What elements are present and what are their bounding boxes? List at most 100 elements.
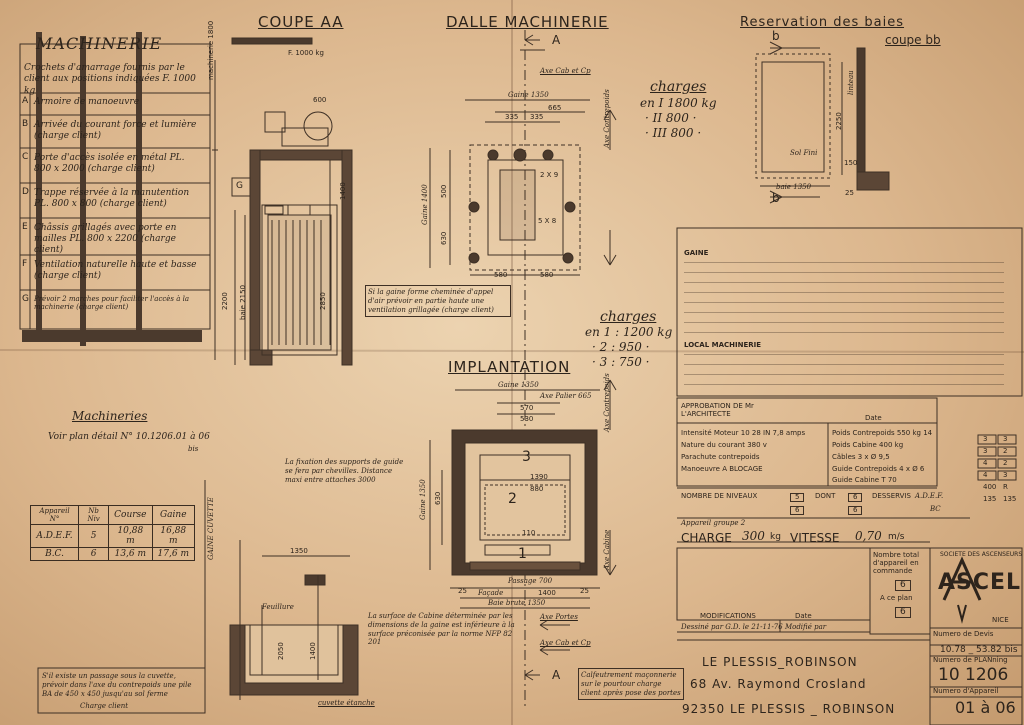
cut-b-top: b: [772, 29, 780, 43]
charges2-l1: en 1 : 1200 kg: [585, 325, 673, 339]
counter: 135: [1003, 495, 1017, 503]
surface-note: La surface de Cabine déterminée par les …: [368, 612, 515, 647]
machinerie-title: MACHINERIE: [36, 34, 163, 53]
machineries-title: Machineries: [72, 409, 148, 423]
groupe-label: Appareil groupe 2: [681, 519, 746, 527]
title-implantation: IMPLANTATION: [448, 358, 571, 376]
title-reservation: Reservation des baies: [740, 15, 905, 30]
plan-value: 6: [895, 607, 911, 618]
legend-letter: G: [22, 294, 29, 304]
cut-b-bottom: b: [772, 191, 780, 205]
feuillure: Feuillure: [262, 603, 294, 611]
legend-letter: B: [22, 119, 29, 129]
desservis-v1: A.D.E.F.: [915, 492, 944, 500]
table-cell: 10,88 m: [108, 524, 153, 548]
counter: 2: [1003, 447, 1008, 455]
counter: 3: [1003, 435, 1008, 443]
dim-25b: 25: [580, 587, 589, 595]
num-2: 2: [508, 491, 517, 507]
coupe-note: Si la gaine forme cheminée d'appel d'air…: [365, 285, 511, 318]
dim-600: 600: [313, 96, 327, 104]
table-cell: 13,6 m: [108, 547, 153, 561]
modifications-date: Date: [795, 612, 812, 620]
counter: 2: [1003, 459, 1008, 467]
counter: 3: [983, 435, 988, 443]
dim-baie-1350: baie 1350: [776, 183, 812, 191]
planning-label: Numero de PLANning: [933, 656, 1008, 664]
niveaux-label: NOMBRE DE NIVEAUX: [681, 492, 758, 500]
legend-text: Armoire de manoeuvre: [34, 97, 140, 107]
course-table: Appareil N° Nb Niv Course Gaine A.D.E.F.…: [29, 505, 196, 561]
planning-value: 10 1206: [938, 665, 1009, 685]
total-label: Nombre total d'appareil en commande: [873, 551, 920, 576]
arrow-a-bottom: A: [552, 668, 561, 682]
spec-right: Poids Contrepoids 550 kg 14: [832, 429, 933, 437]
legend-letter: F: [22, 259, 28, 269]
desservis-label: DESSERVIS: [872, 492, 911, 500]
counter: 135: [983, 495, 997, 503]
legend-letter: A: [22, 96, 29, 106]
charge-value: 300: [742, 529, 765, 543]
devis-label: Numero de Devis: [933, 630, 994, 638]
pit-dim-1350: 1350: [290, 547, 308, 555]
dim-1400-i: 1400: [538, 589, 556, 597]
notes-local-title: LOCAL MACHINERIE: [684, 341, 762, 349]
dim-1390: 1390: [530, 473, 548, 481]
dim-25: 25: [845, 189, 854, 197]
counter: 4: [983, 459, 988, 467]
counter: 3: [1003, 471, 1008, 479]
vitesse-unit: m/s: [888, 532, 905, 542]
address-line3: 92350 LE PLESSIS _ ROBINSON: [682, 702, 896, 716]
legend-text: Ventilation naturelle haute et basse (ch…: [34, 260, 197, 281]
dim-665: 665: [548, 104, 562, 112]
num-3: 3: [522, 449, 531, 465]
dont-v2: 6: [848, 506, 863, 515]
approbation-title: APPROBATION DE Mr L'ARCHITECTE: [681, 402, 754, 419]
machineries-ref: Voir plan détail N° 10.1206.01 à 06: [48, 432, 210, 442]
dim-530: 530: [520, 415, 534, 423]
arrow-a-top: A: [552, 33, 561, 47]
dim-5x8: 5 X 8: [538, 217, 557, 225]
vitesse-value: 0,70: [855, 529, 882, 543]
table-cell: A.D.E.F.: [29, 524, 80, 548]
dim-150: 150: [844, 159, 858, 167]
niveaux-v2: 6: [790, 506, 805, 515]
charges1-l2: · II 800 ·: [645, 111, 697, 125]
legend-letter: C: [22, 152, 29, 162]
counter: 4: [983, 471, 988, 479]
machinerie-intro: Crochets d'amarrage fournis par le clien…: [24, 63, 196, 96]
charge-label: CHARGE: [681, 531, 732, 545]
calfeutrement-note: Calfeutrement maçonnerie sur le pourtour…: [578, 668, 684, 701]
company-name: ASCEL: [938, 570, 1022, 595]
legend-text: Châssis grillagés avec porte en mailles …: [34, 223, 177, 255]
spec-right: Guide Cabine T 70: [832, 476, 897, 484]
title-dalle: DALLE MACHINERIE: [446, 13, 609, 31]
notes-gaine-title: GAINE: [684, 249, 709, 257]
legend-letter: D: [22, 187, 29, 197]
dim-570: 570: [520, 404, 534, 412]
dim-f1000: F. 1000 kg: [288, 49, 324, 57]
legend-text: Prévoir 2 marches pour faciliter l'accès…: [34, 295, 190, 312]
niveaux-v1: 5: [790, 493, 805, 502]
counter: R: [1003, 483, 1008, 491]
dim-335b: 335: [530, 113, 544, 121]
passage: Passage 700: [508, 577, 553, 585]
dim-580b: 580: [540, 271, 554, 279]
desservis-v2: BC: [930, 505, 941, 513]
dont-v1: 6: [848, 493, 863, 502]
legend-text: Trappe réservée à la manutention PL. 800…: [34, 188, 190, 209]
table-row: A.D.E.F. 5 10,88 m 16,88 m: [29, 524, 196, 548]
fixation-note: La fixation des supports de guide se fer…: [285, 458, 404, 485]
devis-value: 10.78 _ 53.82 bis: [940, 645, 1018, 655]
spec-left: Parachute contrepoids: [681, 453, 760, 461]
table-cell: 16,88 m: [151, 524, 196, 548]
address-line1: LE PLESSIS_ROBINSON: [702, 655, 858, 669]
pit-note-charge: Charge client: [80, 702, 129, 710]
appareil-value: 01 à 06: [955, 698, 1016, 717]
dim-110: 110: [522, 529, 536, 537]
title-coupe-aa: COUPE AA: [258, 13, 344, 31]
plan-label: A ce plan: [880, 594, 913, 602]
total-value: 6: [895, 580, 911, 591]
charges1-title: charges: [650, 79, 707, 95]
charges2-l2: · 2 : 950 ·: [592, 340, 650, 354]
